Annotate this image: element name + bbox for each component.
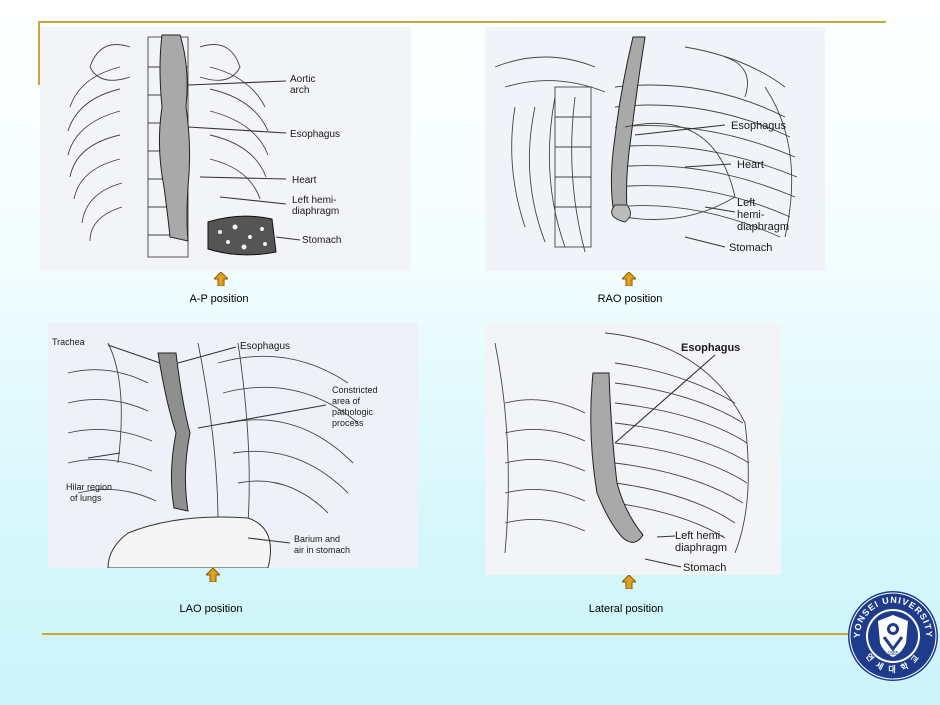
lateral-up-arrow-icon xyxy=(622,575,636,589)
rao-label-stomach: Stomach xyxy=(729,242,772,254)
lao-label-constricted-3: pathologic xyxy=(332,407,374,417)
lao-label-constricted-4: process xyxy=(332,418,364,428)
rao-label-esophagus: Esophagus xyxy=(731,120,787,132)
top-rule xyxy=(38,21,886,23)
lateral-label-esophagus: Esophagus xyxy=(681,342,740,354)
lao-label-constricted-2: area of xyxy=(332,396,361,406)
lateral-diagram: Esophagus Left hemi- diaphragm Stomach xyxy=(494,332,750,574)
ap-up-arrow-icon xyxy=(214,272,228,286)
ap-label-stomach: Stomach xyxy=(302,235,341,246)
rao-caption: RAO position xyxy=(597,293,663,305)
logo-shield-icon xyxy=(878,615,908,657)
lao-label-hilar-1: Hilar region xyxy=(66,482,112,492)
lateral-caption: Lateral position xyxy=(588,603,664,615)
lao-label-constricted-1: Constricted xyxy=(332,385,378,395)
ap-label-left-hemi-2: diaphragm xyxy=(292,206,339,217)
rao-label-heart: Heart xyxy=(737,159,764,171)
rao-label-left-2: hemi- xyxy=(737,209,765,221)
lao-label-hilar-2: of lungs xyxy=(70,493,102,503)
lao-position-panel: Trachea Esophagus Constricted area of pa… xyxy=(48,323,418,568)
rao-up-arrow-icon xyxy=(622,272,636,286)
lateral-position-panel: Esophagus Left hemi- diaphragm Stomach xyxy=(485,323,781,575)
lao-up-arrow-icon xyxy=(206,568,220,582)
ap-diagram: Aortic arch Esophagus Heart Left hemi- d… xyxy=(67,34,341,258)
lao-label-barium-1: Barium and xyxy=(294,534,340,544)
ap-label-esophagus: Esophagus xyxy=(290,129,340,140)
yonsei-university-logo: YONSEI UNIVERSITY 연 세 대 학 교 1885 xyxy=(848,591,938,681)
rao-position-panel: Esophagus Heart Left hemi- diaphragm Sto… xyxy=(485,27,825,271)
logo-year: 1885 xyxy=(887,651,898,657)
rao-diagram: Esophagus Heart Left hemi- diaphragm Sto… xyxy=(494,36,798,254)
ap-label-aortic-arch-1: Aortic xyxy=(290,74,316,85)
rao-label-left-1: Left xyxy=(737,197,755,209)
lateral-label-left-hemi-1: Left hemi- xyxy=(675,530,724,542)
lao-label-barium-2: air in stomach xyxy=(294,545,350,555)
ap-label-left-hemi-1: Left hemi- xyxy=(292,195,336,206)
lao-diagram: Trachea Esophagus Constricted area of pa… xyxy=(52,337,378,568)
lao-caption: LAO position xyxy=(179,603,243,615)
ap-position-panel: Aortic arch Esophagus Heart Left hemi- d… xyxy=(40,27,411,271)
ap-caption: A-P position xyxy=(189,293,249,305)
top-rule-vertical xyxy=(38,21,40,85)
lao-label-trachea: Trachea xyxy=(52,337,85,347)
lateral-label-stomach: Stomach xyxy=(683,562,726,574)
ap-label-aortic-arch-2: arch xyxy=(290,85,309,96)
ap-label-heart: Heart xyxy=(292,175,317,186)
bottom-rule xyxy=(42,633,848,635)
rao-label-left-3: diaphragm xyxy=(737,221,789,233)
lao-label-esophagus: Esophagus xyxy=(240,341,290,352)
lateral-label-left-hemi-2: diaphragm xyxy=(675,542,727,554)
